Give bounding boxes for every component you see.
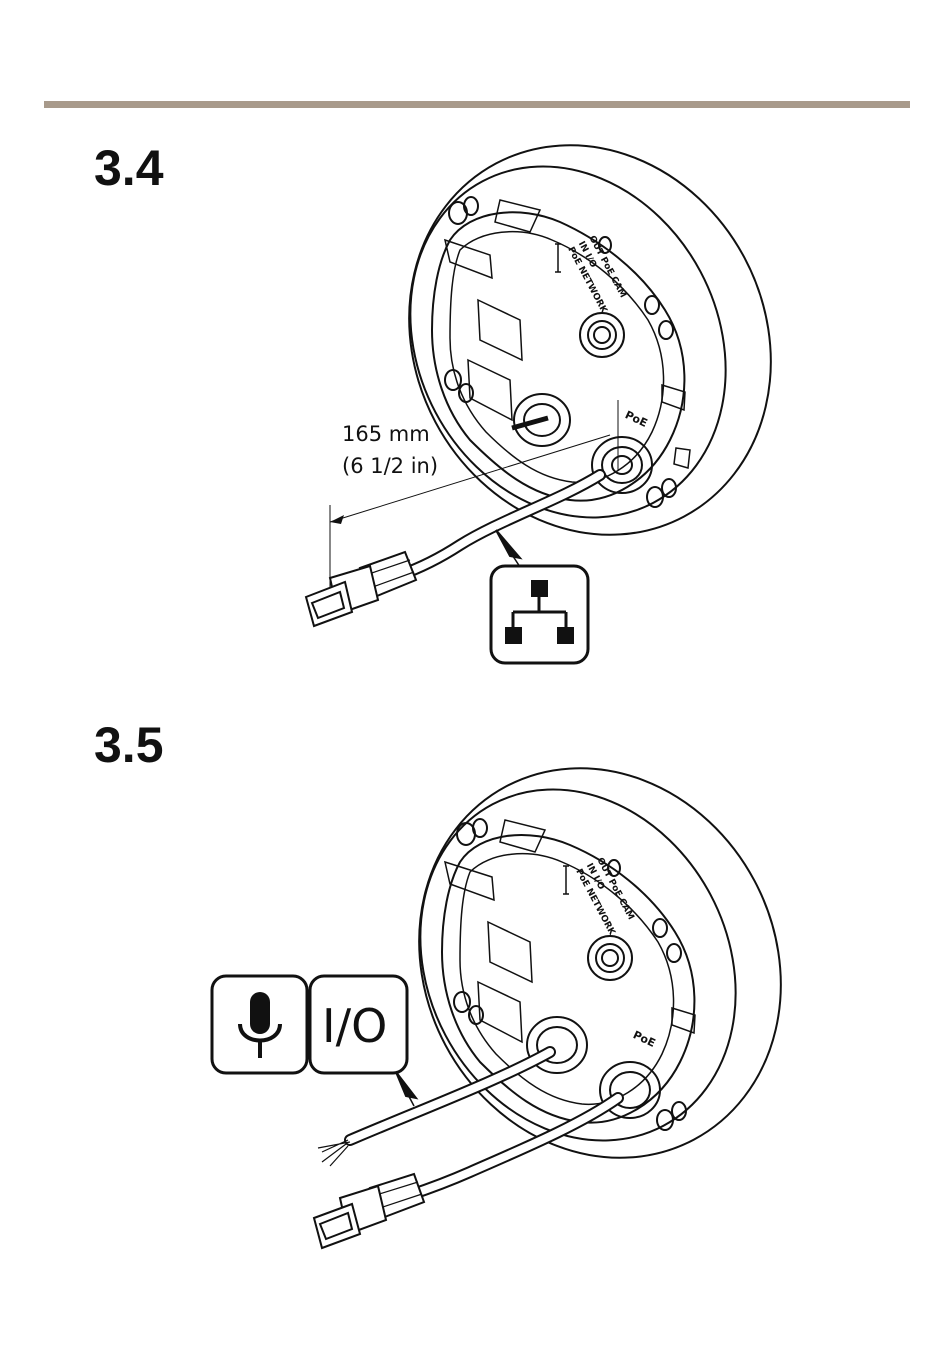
io-icon-label: I/O (322, 999, 387, 1053)
poe-port-label: PoE (631, 1028, 657, 1050)
figure-3-5: OUT PoE CAM IN I/O PoE NETWORK PoE I/O (0, 760, 950, 1280)
rj45-connector (306, 552, 416, 626)
microphone-icon (212, 976, 307, 1073)
dimension-mm-label: 165 mm (342, 422, 430, 446)
center-gland (588, 936, 632, 980)
dimension-line (330, 435, 610, 522)
housing-inner-rim (360, 760, 796, 1196)
io-icon: I/O (310, 976, 407, 1073)
center-gland (580, 313, 624, 357)
network-icon (491, 566, 588, 663)
top-rule (44, 101, 910, 108)
poe-port-label: PoE (623, 408, 649, 430)
housing-inner-rim (350, 130, 786, 573)
rj45-connector (314, 1174, 424, 1248)
dimension-in-label: (6 1/2 in) (342, 454, 438, 478)
housing-outer-rim (352, 760, 849, 1222)
figure-3-4: OUT PoE CAM IN I/O PoE NETWORK PoE 165 m… (0, 130, 950, 690)
